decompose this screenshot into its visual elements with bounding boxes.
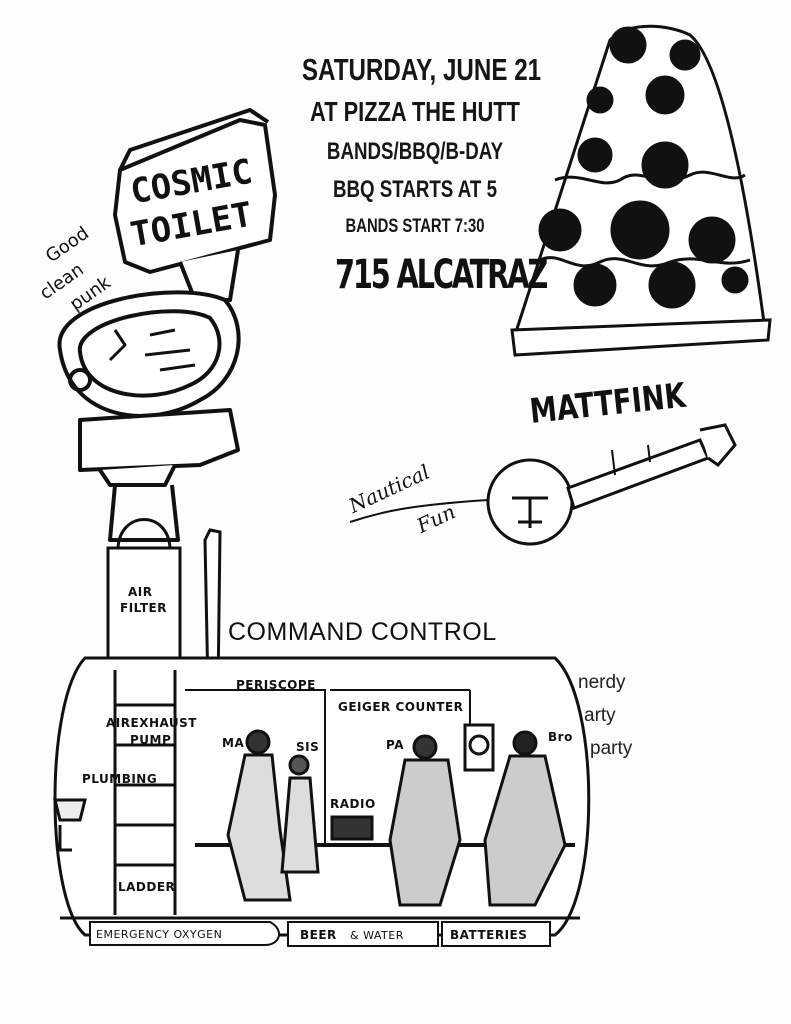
side-word-arty: arty bbox=[584, 705, 616, 726]
event-bands-time-line: BANDS START 7:30 bbox=[345, 216, 485, 237]
event-date-line: SATURDAY, JUNE 21 bbox=[301, 52, 542, 87]
label-geiger-counter: GEIGER COUNTER bbox=[338, 700, 464, 714]
label-ladder: LADDER bbox=[118, 880, 176, 894]
label-airexhaust: AIREXHAUST bbox=[106, 716, 197, 730]
pizza-slice-drawing bbox=[510, 24, 772, 357]
event-address: 715 ALCATRAZ bbox=[335, 252, 548, 298]
label-pump: PUMP bbox=[130, 733, 172, 747]
side-word-party: party bbox=[590, 738, 633, 759]
label-pa: PA bbox=[386, 738, 404, 752]
label-plumbing: PLUMBING bbox=[82, 772, 158, 786]
side-word-nerdy: nerdy bbox=[578, 672, 626, 693]
submarine-drawing bbox=[53, 518, 591, 947]
label-batteries: BATTERIES bbox=[450, 928, 528, 942]
event-program-line: BANDS/BBQ/B-DAY bbox=[326, 138, 504, 165]
label-periscope: PERISCOPE bbox=[236, 678, 316, 692]
event-venue-line: AT PIZZA THE HUTT bbox=[310, 96, 520, 127]
label-sis: SIS bbox=[296, 740, 320, 754]
label-bro: Bro bbox=[548, 730, 573, 744]
toilet-drawing bbox=[57, 108, 277, 542]
label-ma: MA bbox=[222, 736, 245, 750]
label-radio: RADIO bbox=[330, 797, 376, 811]
label-water: & WATER bbox=[350, 929, 404, 942]
banjo-drawing bbox=[349, 423, 737, 546]
event-bbq-time-line: BBQ STARTS AT 5 bbox=[333, 176, 497, 203]
label-emergency-oxygen: EMERGENCY OXYGEN bbox=[96, 928, 223, 941]
label-filter: FILTER bbox=[120, 601, 167, 615]
label-air: AIR bbox=[128, 585, 153, 599]
label-beer: BEER bbox=[300, 928, 337, 942]
command-control-title: COMMAND CONTROL bbox=[228, 618, 497, 646]
